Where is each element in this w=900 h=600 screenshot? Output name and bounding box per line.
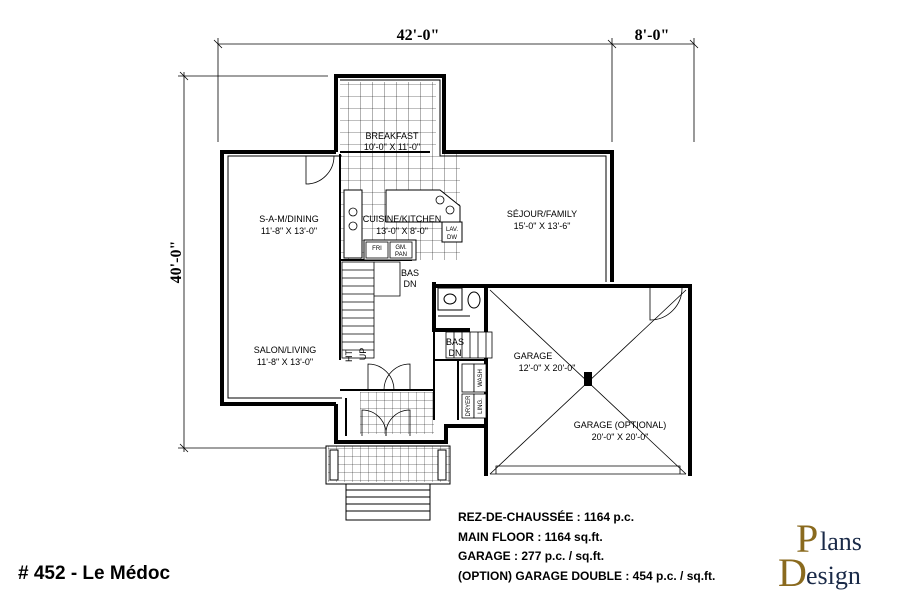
dishwasher-label-1: LAV. xyxy=(446,227,458,233)
area-label: MAIN FLOOR : xyxy=(458,529,545,544)
stairs-up-label-1: HT xyxy=(344,350,354,362)
wall-inner-lines xyxy=(227,79,607,399)
porch-floor xyxy=(328,446,450,482)
stairs2-down-label-2: DN xyxy=(449,348,462,358)
kitchen-size: 13'-0" X 8'-0" xyxy=(376,226,428,236)
area-label: GARAGE : xyxy=(458,549,522,563)
stairs2-down-label-1: BAS xyxy=(446,337,464,347)
area-label: REZ-DE-CHAUSSÉE : xyxy=(458,510,585,524)
living-name: SALON/LIVING xyxy=(254,345,317,355)
width-garage-dimension: 8'-0" xyxy=(635,27,670,44)
area-line-main-floor-fr: REZ-DE-CHAUSSÉE : 1164 p.c. xyxy=(458,508,715,528)
plans-design-logo: P lans D esign xyxy=(778,516,862,590)
fixture-labels: FRI GM. PAN LAV. DW BAS DN HT UP BAS DN … xyxy=(344,227,484,416)
dimension-lines xyxy=(178,38,699,453)
stairs-down-label-2: DN xyxy=(404,279,417,289)
logo-word-esign: esign xyxy=(806,561,861,590)
area-line-main-floor-en: MAIN FLOOR : 1164 sq.ft. xyxy=(458,528,715,548)
fridge-label: FRI xyxy=(372,246,382,252)
garage-size: 12'-0" X 20'-0" xyxy=(519,363,576,373)
width-main-dimension: 42'-0" xyxy=(397,27,440,44)
washer-label: WASH xyxy=(478,369,484,387)
logo-initial-p: P xyxy=(796,516,818,561)
depth-dimension: 40'-0" xyxy=(168,241,185,284)
microwave-box xyxy=(389,241,413,259)
breakfast-name: BREAKFAST xyxy=(365,131,419,141)
dining-size: 11'-8" X 13'-0" xyxy=(261,226,317,236)
dining-name: S-A-M/DINING xyxy=(259,214,319,224)
living-size: 11'-8" X 13'-0" xyxy=(257,357,313,367)
laundry-label: LING. xyxy=(478,398,484,414)
powder-room xyxy=(437,287,481,317)
kitchen-name: CUISINE/KITCHEN xyxy=(363,214,442,224)
area-value: 454 p.c. / sq.ft. xyxy=(632,568,716,583)
secondary-staircase xyxy=(445,331,493,359)
area-line-garage: GARAGE : 277 p.c. / sq.ft. xyxy=(458,547,715,567)
porch xyxy=(325,445,451,521)
laundry-appliances xyxy=(461,363,487,419)
garage-name: GARAGE xyxy=(514,351,553,361)
stairs-up-label-2: UP xyxy=(358,348,368,361)
family-name: SÉJOUR/FAMILY xyxy=(507,209,577,219)
breakfast-floor-tiles xyxy=(340,82,436,152)
logo-initial-d: D xyxy=(778,550,807,590)
logo-word-lans: lans xyxy=(820,527,862,556)
garage-side-door xyxy=(649,287,683,321)
dishwasher-label-2: DW xyxy=(447,235,457,241)
area-summary: REZ-DE-CHAUSSÉE : 1164 p.c. MAIN FLOOR :… xyxy=(458,508,715,586)
microwave-label-1: GM. xyxy=(395,245,407,251)
sink-symbols xyxy=(348,195,455,231)
garage-optional-name: GARAGE (OPTIONAL) xyxy=(574,420,667,430)
main-staircase xyxy=(341,261,401,359)
breakfast-size: 10'-0" X 11'-0" xyxy=(364,142,420,152)
microwave-label-2: PAN xyxy=(395,252,407,258)
stairs-down-label-1: BAS xyxy=(401,268,419,278)
family-size: 15'-0" X 13'-6" xyxy=(514,221,571,231)
doors xyxy=(305,155,411,437)
area-value: 1164 p.c. xyxy=(584,510,635,524)
area-value: 277 p.c. / sq.ft. xyxy=(521,549,605,563)
vestibule-floor-tiles xyxy=(360,392,434,434)
dryer-label: DRYER xyxy=(466,395,472,417)
room-labels: BREAKFAST 10'-0" X 11'-0" S-A-M/DINING 1… xyxy=(254,131,667,442)
area-label: (OPTION) GARAGE DOUBLE : xyxy=(458,568,633,583)
area-line-garage-double: (OPTION) GARAGE DOUBLE : 454 p.c. / sq.f… xyxy=(458,567,715,587)
garage-post xyxy=(584,372,592,386)
fridge-box xyxy=(365,241,389,259)
garage-optional-size: 20'-0" X 20'-0" xyxy=(592,432,649,442)
area-value: 1164 sq.ft. xyxy=(544,529,603,544)
plan-number: # 452 - Le Médoc xyxy=(18,563,171,584)
